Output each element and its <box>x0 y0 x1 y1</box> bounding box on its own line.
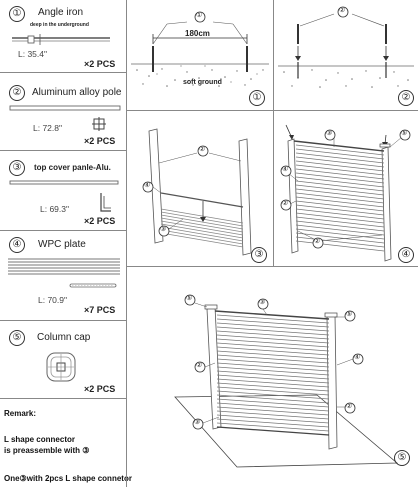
dimension-label: 180cm <box>185 29 210 38</box>
remark-title: Remark: <box>4 409 37 418</box>
part-aluminum-pole: ② Aluminum alloy pole L: 72.8" ×2 PCS <box>0 72 126 151</box>
step-number-badge: ⑤ <box>394 450 410 466</box>
part-number-badge: ① <box>9 6 25 22</box>
part-quantity: ×2 PCS <box>84 216 116 226</box>
callout-number: ④ <box>354 354 361 361</box>
step-number-badge: ② <box>398 90 414 106</box>
callout-number: ③ <box>259 299 266 306</box>
step-1-diagram <box>131 11 269 87</box>
callout-number: ① <box>196 12 203 19</box>
step-2-diagram <box>278 6 414 88</box>
part-number-badge: ⑤ <box>9 330 25 346</box>
column-cap-icon <box>46 352 76 382</box>
column-divider <box>126 0 127 487</box>
step-number-badge: ③ <box>251 247 267 263</box>
angle-iron-icon <box>12 34 110 45</box>
part-quantity: ×2 PCS <box>84 59 116 69</box>
callout-number: ⑤ <box>346 311 353 318</box>
cover-panel-icon <box>9 180 119 185</box>
row-divider <box>127 266 418 267</box>
part-length: L: 72.8" <box>33 123 63 133</box>
row-divider <box>127 110 418 111</box>
step-5-diagram <box>174 294 399 468</box>
callout-number: ② <box>339 7 346 14</box>
callout-number: ② <box>199 146 206 153</box>
step-1-panel: ① 180cm soft ground ① <box>127 0 273 110</box>
pole-icon <box>9 105 121 111</box>
part-name: WPC plate <box>38 239 86 250</box>
remark-line: is preassemble with ③ <box>4 446 90 455</box>
part-name: Column cap <box>37 332 91 343</box>
callout-number: ② <box>314 238 321 245</box>
step-number-badge: ④ <box>398 247 414 263</box>
part-number-badge: ④ <box>9 237 25 253</box>
ground-label: soft ground <box>183 79 222 86</box>
part-quantity: ×2 PCS <box>84 136 116 146</box>
part-length: L: 35.4" <box>18 49 48 59</box>
parts-list-panel: ① Angle iron deep in the underground L: … <box>0 0 132 487</box>
remark-line: L shape connector <box>4 435 75 444</box>
column-divider <box>273 0 274 266</box>
part-number-badge: ③ <box>9 160 25 176</box>
cover-profile-icon <box>100 193 111 212</box>
callout-number: ④ <box>282 166 289 173</box>
step-3-diagram <box>142 128 252 256</box>
part-name: Angle iron <box>38 7 84 18</box>
step-5-panel: ⑤ ③ ⑤ ④ ② ② ③ ⑤ <box>127 267 418 487</box>
callout-number: ③ <box>194 419 201 426</box>
part-column-cap: ⑤ Column cap ×2 PCS <box>0 320 126 399</box>
part-number-badge: ② <box>9 85 25 101</box>
wpc-plate-icon <box>8 258 120 275</box>
callout-number: ③ <box>160 226 167 233</box>
part-length: L: 70.9" <box>38 295 68 305</box>
part-quantity: ×2 PCS <box>84 384 116 394</box>
step-4-panel: ③ ⑤ ④ ② ② ④ <box>274 111 418 266</box>
callout-number: ⑤ <box>186 295 193 302</box>
part-name: Aluminum alloy pole <box>32 87 122 98</box>
callout-number: ② <box>282 200 289 207</box>
callout-number: ② <box>196 362 203 369</box>
part-top-cover: ③ top cover panle-Alu. L: 69.3" ×2 PCS <box>0 150 126 231</box>
part-name: top cover panle-Alu. <box>34 163 111 172</box>
part-length: L: 69.3" <box>40 204 70 214</box>
part-note: deep in the underground <box>30 22 89 28</box>
callout-number: ③ <box>326 130 333 137</box>
remark-line: One③with 2pcs L shape connetor <box>4 474 132 483</box>
callout-number: ④ <box>144 182 151 189</box>
part-wpc-plate: ④ WPC plate L: 70.9" ×7 PCS <box>0 230 126 321</box>
part-angle-iron: ① Angle iron deep in the underground L: … <box>0 0 126 73</box>
part-quantity: ×7 PCS <box>84 305 116 315</box>
callout-number: ② <box>346 403 353 410</box>
wpc-profile-icon <box>69 283 117 288</box>
step-2-panel: ② ② <box>274 0 418 110</box>
step-4-diagram <box>280 124 411 262</box>
callout-number: ⑤ <box>401 130 408 137</box>
step-3-panel: ② ④ ③ ③ <box>127 111 273 266</box>
step-number-badge: ① <box>249 90 265 106</box>
pole-profile-icon <box>92 117 106 131</box>
